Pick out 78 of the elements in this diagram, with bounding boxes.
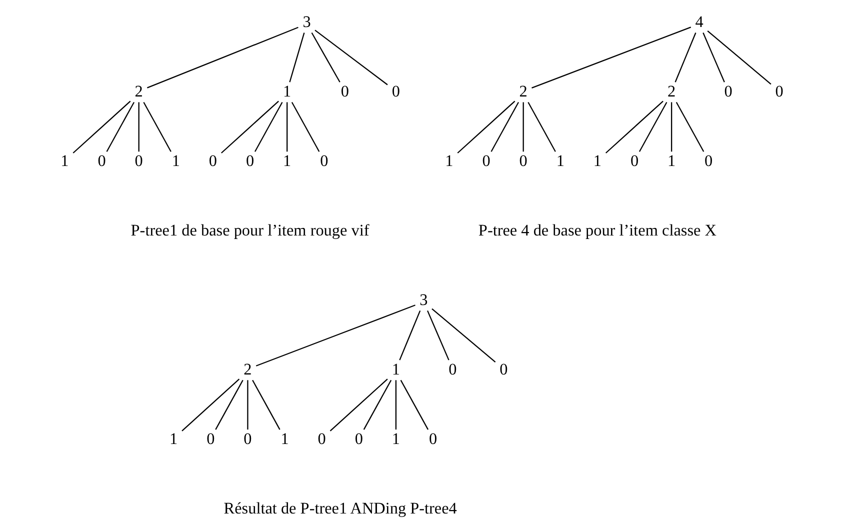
node-text: 1	[169, 430, 178, 448]
node-text: 2	[518, 82, 527, 101]
node-text: 0	[243, 430, 252, 448]
connector	[181, 378, 240, 432]
connector	[604, 100, 663, 154]
node-text: 0	[245, 152, 254, 170]
node-text: 1	[391, 430, 400, 448]
node-text: 0	[206, 430, 214, 448]
connector	[286, 102, 288, 152]
node-text: 0	[134, 152, 142, 170]
connector	[638, 102, 667, 152]
node-text: 0	[518, 152, 527, 170]
connector	[310, 32, 340, 82]
connector	[426, 310, 449, 360]
node-text: 1	[280, 430, 288, 448]
node-text: 0	[340, 82, 349, 101]
connector	[146, 26, 298, 88]
node-text: 1	[592, 152, 601, 170]
node-text: 0	[208, 152, 217, 170]
node-text: 1	[171, 152, 180, 170]
node-text: 3	[419, 291, 428, 310]
connector	[400, 380, 428, 430]
node-text: 1	[667, 152, 676, 170]
connector	[329, 378, 388, 432]
node-text: 1	[60, 152, 68, 170]
node-text: 2	[667, 82, 676, 101]
connector	[314, 30, 388, 86]
connector	[142, 102, 171, 152]
node-text: 0	[391, 82, 400, 101]
node-text: 3	[302, 13, 310, 32]
node-text: 0	[354, 430, 362, 448]
connector	[398, 310, 420, 360]
connector	[254, 102, 282, 152]
connector	[362, 380, 392, 430]
label: Résultat de P-tree1 ANDing P-tree4	[223, 499, 456, 518]
connector	[220, 100, 278, 154]
connector	[214, 380, 243, 430]
connector	[675, 102, 704, 152]
node-text: 0	[428, 430, 437, 448]
connector	[290, 102, 320, 152]
connector	[72, 100, 130, 154]
node-text: 0	[724, 82, 732, 101]
node-text: 1	[444, 152, 453, 170]
node-text: 0	[499, 360, 508, 379]
node-text: 1	[556, 152, 564, 170]
connector	[246, 380, 248, 430]
node-text: 1	[391, 360, 400, 379]
node-text: 0	[97, 152, 106, 170]
node-text: 0	[448, 360, 456, 379]
connector	[288, 32, 304, 82]
connector	[531, 26, 691, 88]
node-text: 2	[243, 360, 252, 379]
connector	[522, 102, 524, 152]
node-text: 0	[482, 152, 490, 170]
node-text: 1	[282, 82, 291, 101]
connector	[394, 380, 396, 430]
connector	[456, 100, 515, 154]
node-text: 0	[774, 82, 783, 101]
connector	[702, 32, 724, 82]
connector	[670, 102, 672, 152]
connector	[106, 102, 134, 152]
label: P-tree1 de base pour l’item rouge vif	[130, 222, 369, 240]
node-text: 0	[704, 152, 712, 170]
connector	[706, 30, 771, 85]
label: P-tree 4 de base pour l’item classe X	[478, 222, 716, 240]
connector	[527, 102, 556, 152]
connector	[255, 304, 415, 366]
connector	[138, 102, 139, 152]
connector	[490, 102, 518, 152]
node-text: 0	[320, 152, 328, 170]
connector	[674, 32, 696, 82]
connector	[252, 380, 280, 430]
connector	[431, 308, 496, 363]
node-text: 0	[630, 152, 638, 170]
node-text: 1	[282, 152, 291, 170]
node-text: 0	[317, 430, 326, 448]
node-text: 4	[694, 13, 703, 32]
node-text: 2	[134, 82, 142, 101]
